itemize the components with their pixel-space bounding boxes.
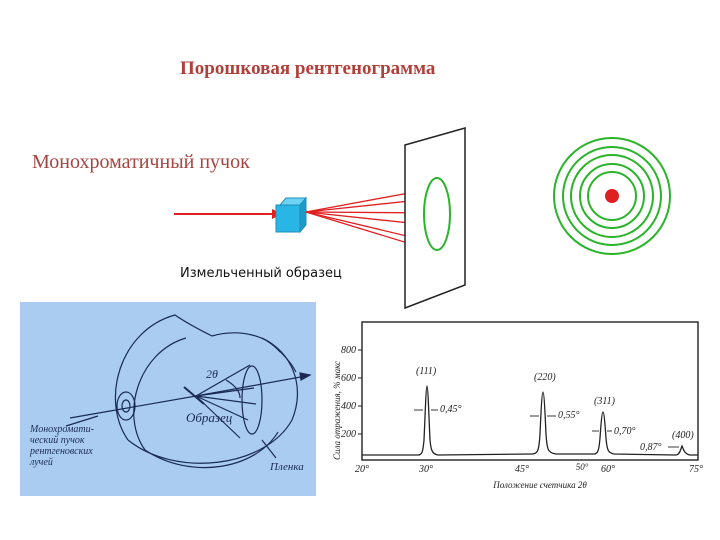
- peak-label-400: (400): [672, 430, 694, 441]
- detector-screen: [404, 127, 466, 310]
- source-label-line-3: рентгеновских: [29, 446, 93, 457]
- peak-width-220: 0,55°: [558, 410, 580, 421]
- page-title: Порошковая рентгенограмма: [180, 58, 436, 79]
- source-label-line-4: лучей: [29, 457, 53, 468]
- peak-label-311: (311): [594, 396, 616, 407]
- peak-width-311: 0,70°: [614, 426, 636, 437]
- source-label: Монохромати- ческий пучок рентгеновских …: [29, 424, 94, 468]
- beam-diagram: [174, 127, 466, 310]
- x-axis-label: Положение счетчика 2θ: [492, 480, 587, 490]
- x-tick-20: 20°: [355, 464, 369, 475]
- y-axis-label: Сила отражения, % макс: [332, 361, 342, 460]
- beam-label: Монохроматичный пучок: [32, 151, 250, 173]
- source-label-line-2: ческий пучок: [30, 435, 85, 446]
- peak-width-400: 0,87°: [640, 442, 662, 453]
- sample-cube: [275, 196, 308, 234]
- debye-camera-panel: 2θ Образец Пленка Монохромати- ческий пу…: [20, 302, 316, 496]
- diffractogram: 200 400 600 800 20° 30° 45° 60° 75° 50° …: [332, 321, 703, 490]
- peak-label-111: (111): [416, 366, 437, 377]
- x-tick-60: 60°: [601, 464, 615, 475]
- y-tick-200: 200: [341, 429, 356, 440]
- central-spot: [605, 189, 619, 203]
- peak-label-220: (220): [534, 372, 556, 383]
- y-tick-600: 600: [341, 373, 356, 384]
- source-label-line-1: Монохромати-: [29, 424, 94, 435]
- camera-sample-label: Образец: [186, 410, 233, 425]
- x-tick-50: 50°: [576, 462, 589, 472]
- sample-label: Измельченный образец: [180, 266, 342, 281]
- intensity-curve: [362, 385, 698, 456]
- x-tick-75: 75°: [689, 464, 703, 475]
- angle-label: 2θ: [206, 367, 218, 381]
- x-tick-30: 30°: [418, 464, 433, 475]
- peak-width-111: 0,45°: [440, 404, 462, 415]
- plot-frame: [361, 321, 699, 461]
- y-tick-400: 400: [341, 401, 356, 412]
- y-tick-800: 800: [341, 345, 356, 356]
- film-label: Пленка: [269, 461, 304, 473]
- diffraction-cone-ring: [423, 177, 451, 251]
- y-tick-marks: [358, 349, 362, 435]
- x-tick-45: 45°: [515, 464, 529, 475]
- ring-pattern: [553, 137, 671, 255]
